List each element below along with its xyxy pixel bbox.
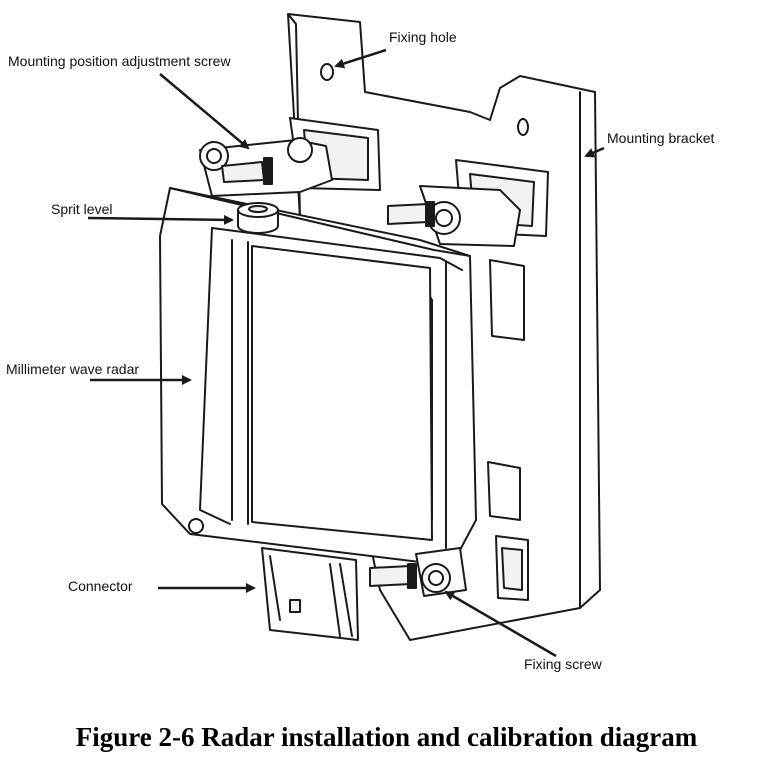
leader-fixing-screw	[444, 590, 557, 658]
connector	[188, 518, 359, 641]
figure-caption: Figure 2-6 Radar installation and calibr…	[75, 722, 698, 752]
fixing-hole-right	[517, 118, 529, 136]
leader-sprit-level	[87, 214, 234, 225]
sprit-level	[237, 202, 279, 234]
lower-screw	[369, 547, 467, 597]
label-mounting-bracket: Mounting bracket	[607, 130, 715, 146]
leader-fixing-hole	[334, 48, 387, 69]
label-adjustment-screw: Mounting position adjustment screw	[8, 53, 231, 69]
label-fixing-screw: Fixing screw	[524, 656, 602, 672]
leader-mounting-bracket	[584, 146, 605, 158]
radar-installation-diagram	[87, 13, 605, 658]
fixing-hole-upper	[320, 63, 334, 81]
label-radar: Millimeter wave radar	[6, 361, 140, 377]
label-connector: Connector	[68, 578, 133, 594]
label-fixing-hole: Fixing hole	[389, 29, 457, 45]
millimeter-wave-radar	[159, 187, 477, 563]
right-screw-assembly	[387, 185, 521, 247]
adjustment-screw-assembly	[199, 137, 333, 197]
leader-adjustment-screw	[159, 73, 250, 150]
label-sprit-level: Sprit level	[51, 201, 113, 217]
bracket-clips	[289, 117, 549, 601]
